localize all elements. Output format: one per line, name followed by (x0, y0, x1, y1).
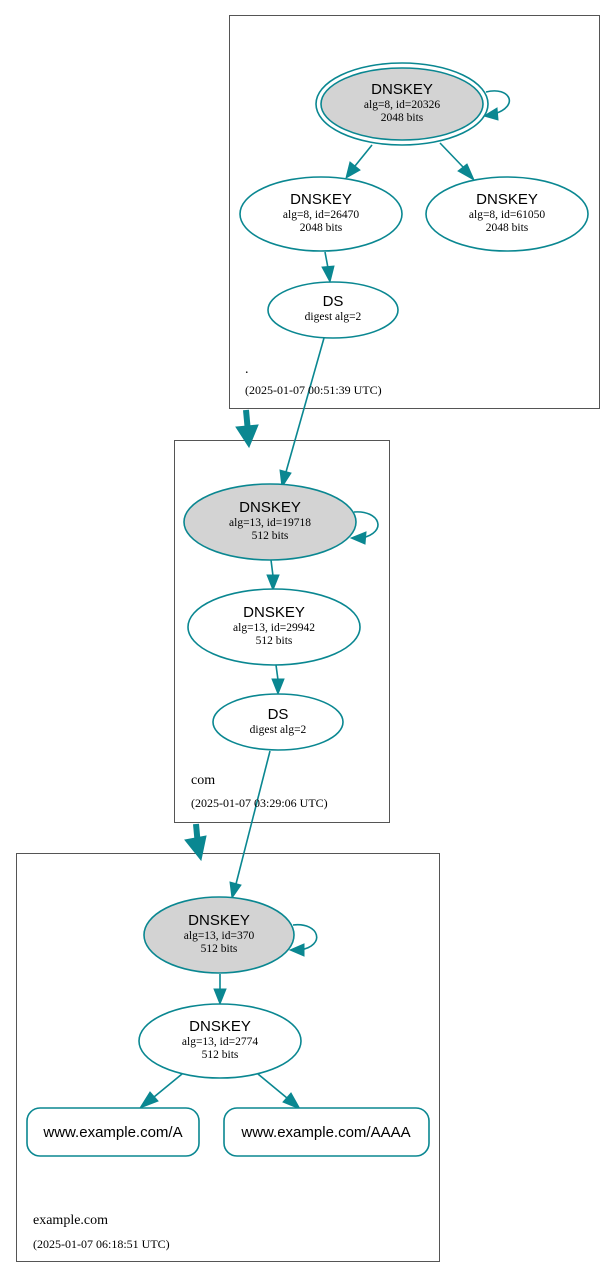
zone-box-root (229, 15, 600, 409)
node-rr-a[interactable]: www.example.com/A (26, 1107, 200, 1157)
edge-root-zsk1-ds (321, 251, 335, 284)
node-root-ksk[interactable]: DNSKEY alg=8, id=20326 2048 bits (315, 62, 489, 146)
edge-ex-zsk-a (138, 1073, 183, 1110)
node-detail: 512 bits (256, 635, 293, 647)
node-detail: alg=13, id=19718 (229, 517, 311, 529)
node-detail: digest alg=2 (305, 311, 362, 323)
edge-ex-zsk-aaaa (257, 1073, 302, 1111)
node-title: DNSKEY (189, 1018, 251, 1035)
node-example-ksk[interactable]: DNSKEY alg=13, id=370 512 bits (143, 896, 295, 974)
node-root-zsk-26470[interactable]: DNSKEY alg=8, id=26470 2048 bits (239, 176, 403, 252)
node-detail: 512 bits (202, 1049, 239, 1061)
delegation-arrow-com-example (184, 823, 207, 862)
zone-name-com: com (191, 773, 215, 788)
edge-root-ds-com-ksk (279, 337, 325, 489)
zone-box-com (174, 440, 390, 823)
node-detail: alg=8, id=20326 (364, 99, 440, 111)
node-detail: alg=13, id=370 (184, 930, 255, 942)
node-title: DS (323, 293, 344, 310)
node-detail: 2048 bits (300, 222, 343, 234)
edge-root-ksk-zsk1 (345, 144, 373, 180)
node-detail: alg=8, id=26470 (283, 209, 359, 221)
node-com-ds[interactable]: DS digest alg=2 (212, 693, 344, 751)
node-detail: 2048 bits (381, 112, 424, 124)
node-com-zsk[interactable]: DNSKEY alg=13, id=29942 512 bits (187, 588, 361, 666)
zone-box-example (16, 853, 440, 1262)
node-detail: alg=13, id=2774 (182, 1036, 258, 1048)
edge-com-ksk-zsk (266, 559, 280, 592)
zone-timestamp-example: (2025-01-07 06:18:51 UTC) (33, 1237, 170, 1251)
node-title: DNSKEY (476, 191, 538, 208)
node-detail: alg=13, id=29942 (233, 622, 315, 634)
node-detail: digest alg=2 (250, 724, 307, 736)
node-com-ksk[interactable]: DNSKEY alg=13, id=19718 512 bits (183, 483, 357, 561)
node-rr-aaaa[interactable]: www.example.com/AAAA (223, 1107, 430, 1157)
zone-name-example: example.com (33, 1213, 108, 1228)
node-title: DNSKEY (239, 499, 301, 516)
node-title: DNSKEY (371, 81, 433, 98)
zone-timestamp-com: (2025-01-07 03:29:06 UTC) (191, 796, 328, 810)
rr-label: www.example.com/AAAA (240, 1124, 410, 1141)
zone-timestamp-root: (2025-01-07 00:51:39 UTC) (245, 383, 382, 397)
edge-com-zsk-ds (271, 664, 285, 696)
edge-ex-ksk-self (288, 924, 318, 957)
node-detail: 512 bits (252, 530, 289, 542)
node-root-zsk-61050[interactable]: DNSKEY alg=8, id=61050 2048 bits (425, 176, 589, 252)
delegation-arrow-root-com (235, 409, 259, 449)
node-detail: alg=8, id=61050 (469, 209, 545, 221)
node-title: DS (268, 706, 289, 723)
node-example-zsk[interactable]: DNSKEY alg=13, id=2774 512 bits (138, 1003, 302, 1079)
edge-root-ksk-self (482, 90, 511, 121)
node-title: DNSKEY (188, 912, 250, 929)
node-detail: 512 bits (201, 943, 238, 955)
node-detail: 2048 bits (486, 222, 529, 234)
edge-root-ksk-zsk2 (439, 142, 476, 182)
rr-label: www.example.com/A (42, 1124, 182, 1141)
node-title: DNSKEY (290, 191, 352, 208)
node-root-ds[interactable]: DS digest alg=2 (267, 281, 399, 339)
zone-name-root: . (245, 362, 249, 377)
edge-com-ksk-self (349, 511, 379, 545)
edge-ex-ksk-zsk (213, 974, 227, 1006)
node-title: DNSKEY (243, 604, 305, 621)
edge-com-ds-example-ksk (229, 750, 271, 900)
